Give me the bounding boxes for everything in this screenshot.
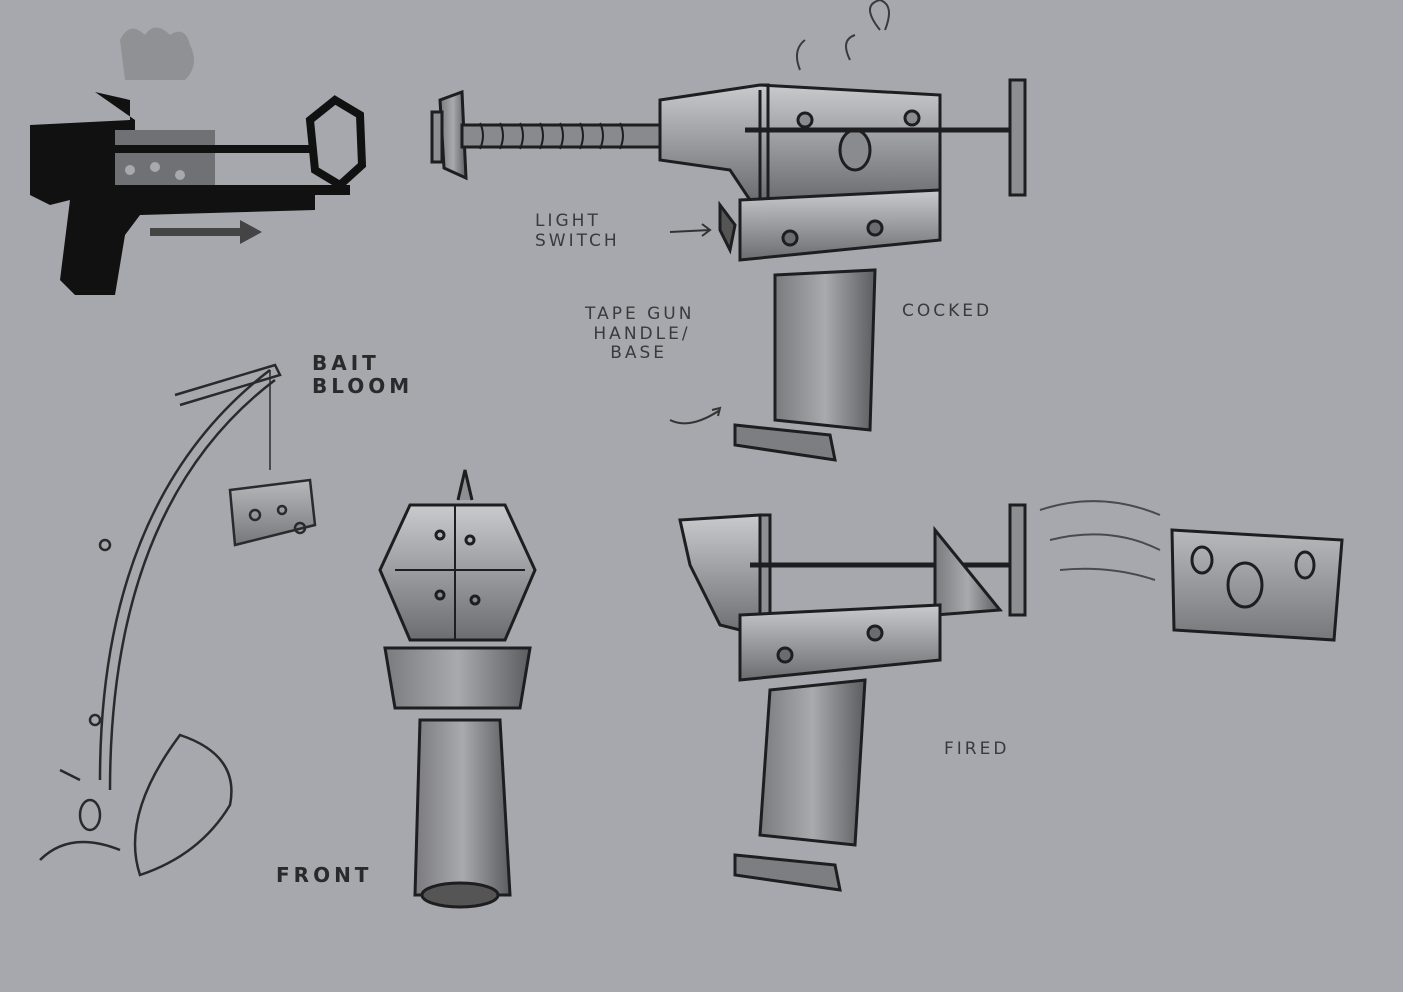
cheese-projectile-sketch — [1039, 500, 1344, 642]
label-fired: FIRED — [944, 739, 1010, 759]
label-tape-gun-handle-base: TAPE GUN HANDLE/ BASE — [585, 304, 695, 364]
label-front: FRONT — [276, 863, 373, 887]
fired-gun-sketch — [678, 503, 1027, 892]
label-cocked: COCKED — [902, 301, 993, 321]
bait-bloom-sketch — [39, 363, 317, 877]
label-light-switch: LIGHT SWITCH — [535, 211, 620, 251]
front-view-sketch — [378, 469, 537, 909]
cocked-gun-sketch — [430, 0, 1027, 462]
label-bait-bloom: BAIT BLOOM — [312, 351, 414, 398]
silhouette-gun-sketch — [30, 27, 367, 295]
